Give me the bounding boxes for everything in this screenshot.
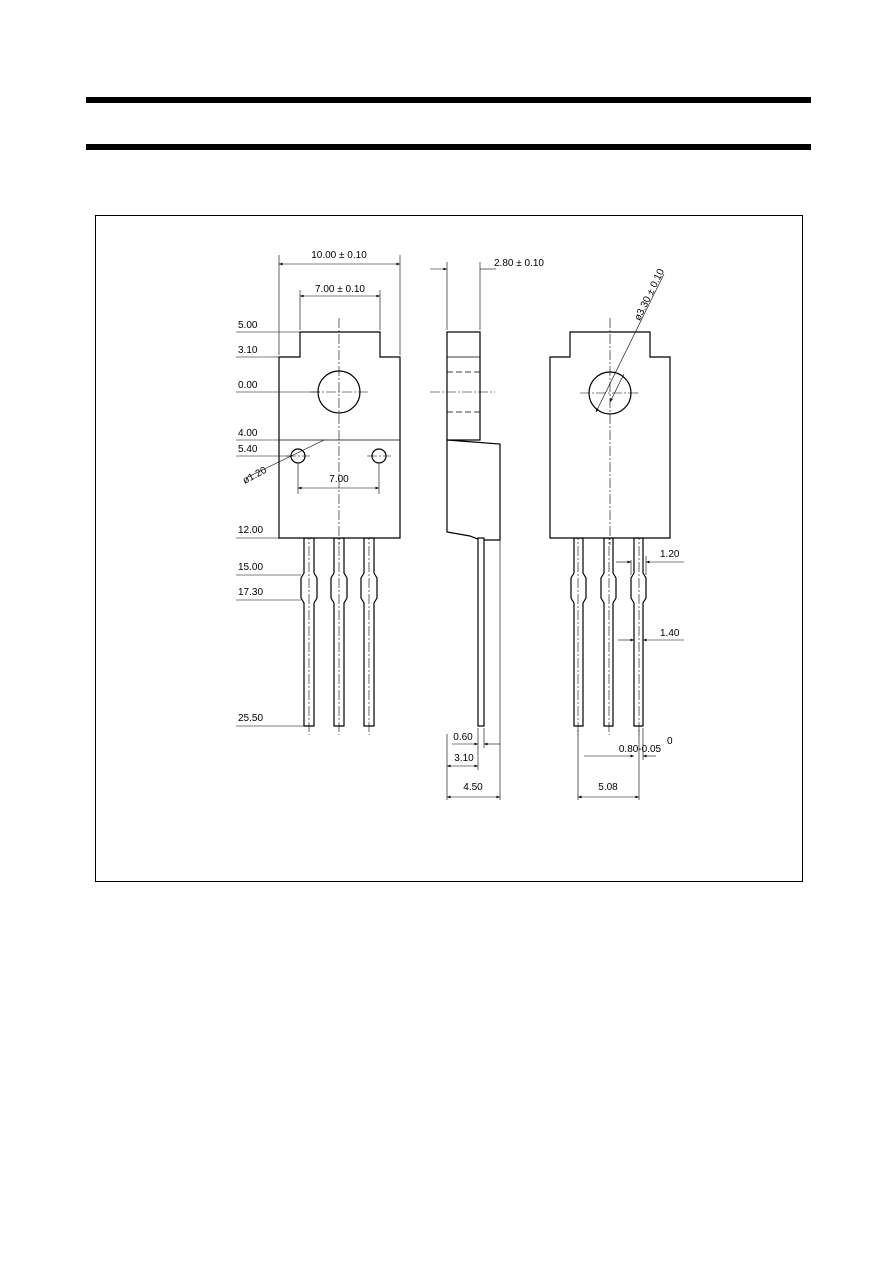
dim-lead-offset: 3.10	[454, 753, 474, 764]
dim-lead-width-lower: 1.40	[660, 628, 680, 639]
dim-tol-upper: 0	[667, 736, 673, 747]
side-view: 2.80 ± 0.10 0.60 3.10 4.50	[430, 258, 544, 800]
side-body	[446, 439, 501, 541]
header-rule-top	[86, 97, 811, 103]
level-label: 17.30	[238, 587, 263, 598]
dim-lead-width-upper: 1.20	[660, 549, 680, 560]
side-tab	[446, 331, 481, 441]
front-body	[278, 331, 401, 539]
back-view: ø3.30 ± 0.10 1.20 1.40 0 0.80-0.05 5.08	[549, 267, 684, 800]
level-label: 0.00	[238, 380, 258, 391]
dim-inner-width: 7.00 ± 0.10	[315, 284, 365, 295]
level-label: 3.10	[238, 345, 258, 356]
drawing-frame	[95, 215, 803, 882]
dim-lead-thickness: 0.60	[453, 732, 473, 743]
dim-tab-thickness: 2.80 ± 0.10	[494, 258, 544, 269]
dim-hole-spacing: 7.00	[329, 474, 349, 485]
level-label: 15.00	[238, 562, 263, 573]
dim-top-width: 10.00 ± 0.10	[311, 250, 367, 261]
level-label: 12.00	[238, 525, 263, 536]
front-view: 10.00 ± 0.10 7.00 ± 0.10 7.00 ø1.20 5.00…	[236, 250, 401, 735]
front-leads	[300, 530, 378, 735]
level-label: 5.00	[238, 320, 258, 331]
back-leads	[570, 530, 647, 735]
side-lead	[477, 537, 485, 727]
dim-mount-hole: ø3.30 ± 0.10	[633, 267, 668, 323]
level-label: 25.50	[238, 713, 263, 724]
dim-body-depth: 4.50	[463, 782, 483, 793]
dim-lead-pitch: 5.08	[598, 782, 618, 793]
level-label: 4.00	[238, 428, 258, 439]
dim-small-hole: ø1.20	[241, 465, 269, 487]
level-label: 5.40	[238, 444, 258, 455]
header-rule-bottom	[86, 144, 811, 150]
dim-lead-width-tol: 0.80-0.05	[619, 744, 662, 755]
